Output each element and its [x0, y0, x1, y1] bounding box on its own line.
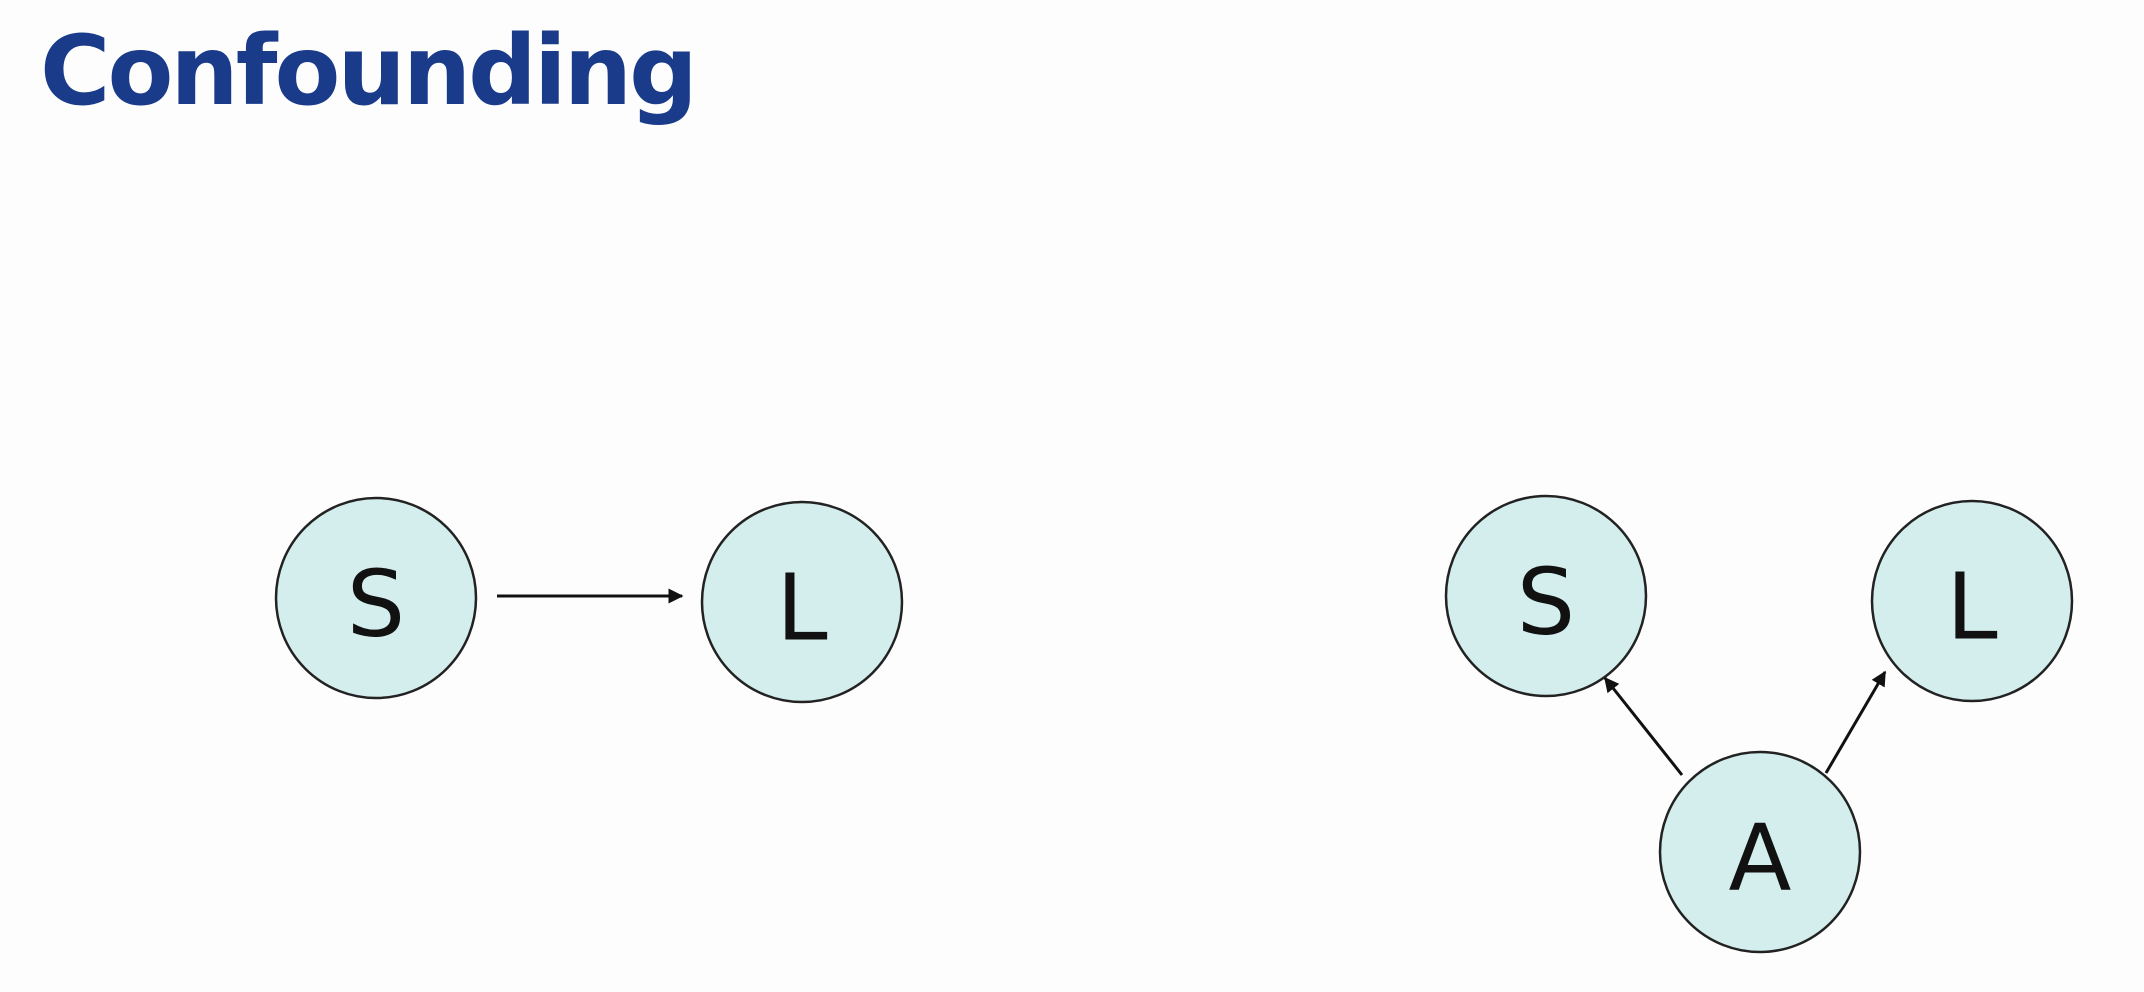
node-s-left-label: S	[347, 551, 405, 658]
diagram-direct-cause: S L	[274, 496, 904, 704]
node-a-label: A	[1729, 805, 1792, 912]
node-l-left-label: L	[776, 555, 827, 662]
node-s-right: S	[1444, 494, 1648, 698]
node-s-right-label: S	[1517, 549, 1575, 656]
edge-a-to-l	[1824, 670, 1887, 774]
node-a: A	[1658, 750, 1862, 954]
edge-a-to-s	[1603, 676, 1684, 776]
node-s-left: S	[274, 496, 478, 700]
slide-title: Confounding	[40, 15, 698, 127]
node-l-right-label: L	[1946, 554, 1997, 661]
diagram-confounder: S L A	[1444, 494, 2074, 954]
node-l-right: L	[1870, 499, 2074, 703]
node-l-left: L	[700, 500, 904, 704]
